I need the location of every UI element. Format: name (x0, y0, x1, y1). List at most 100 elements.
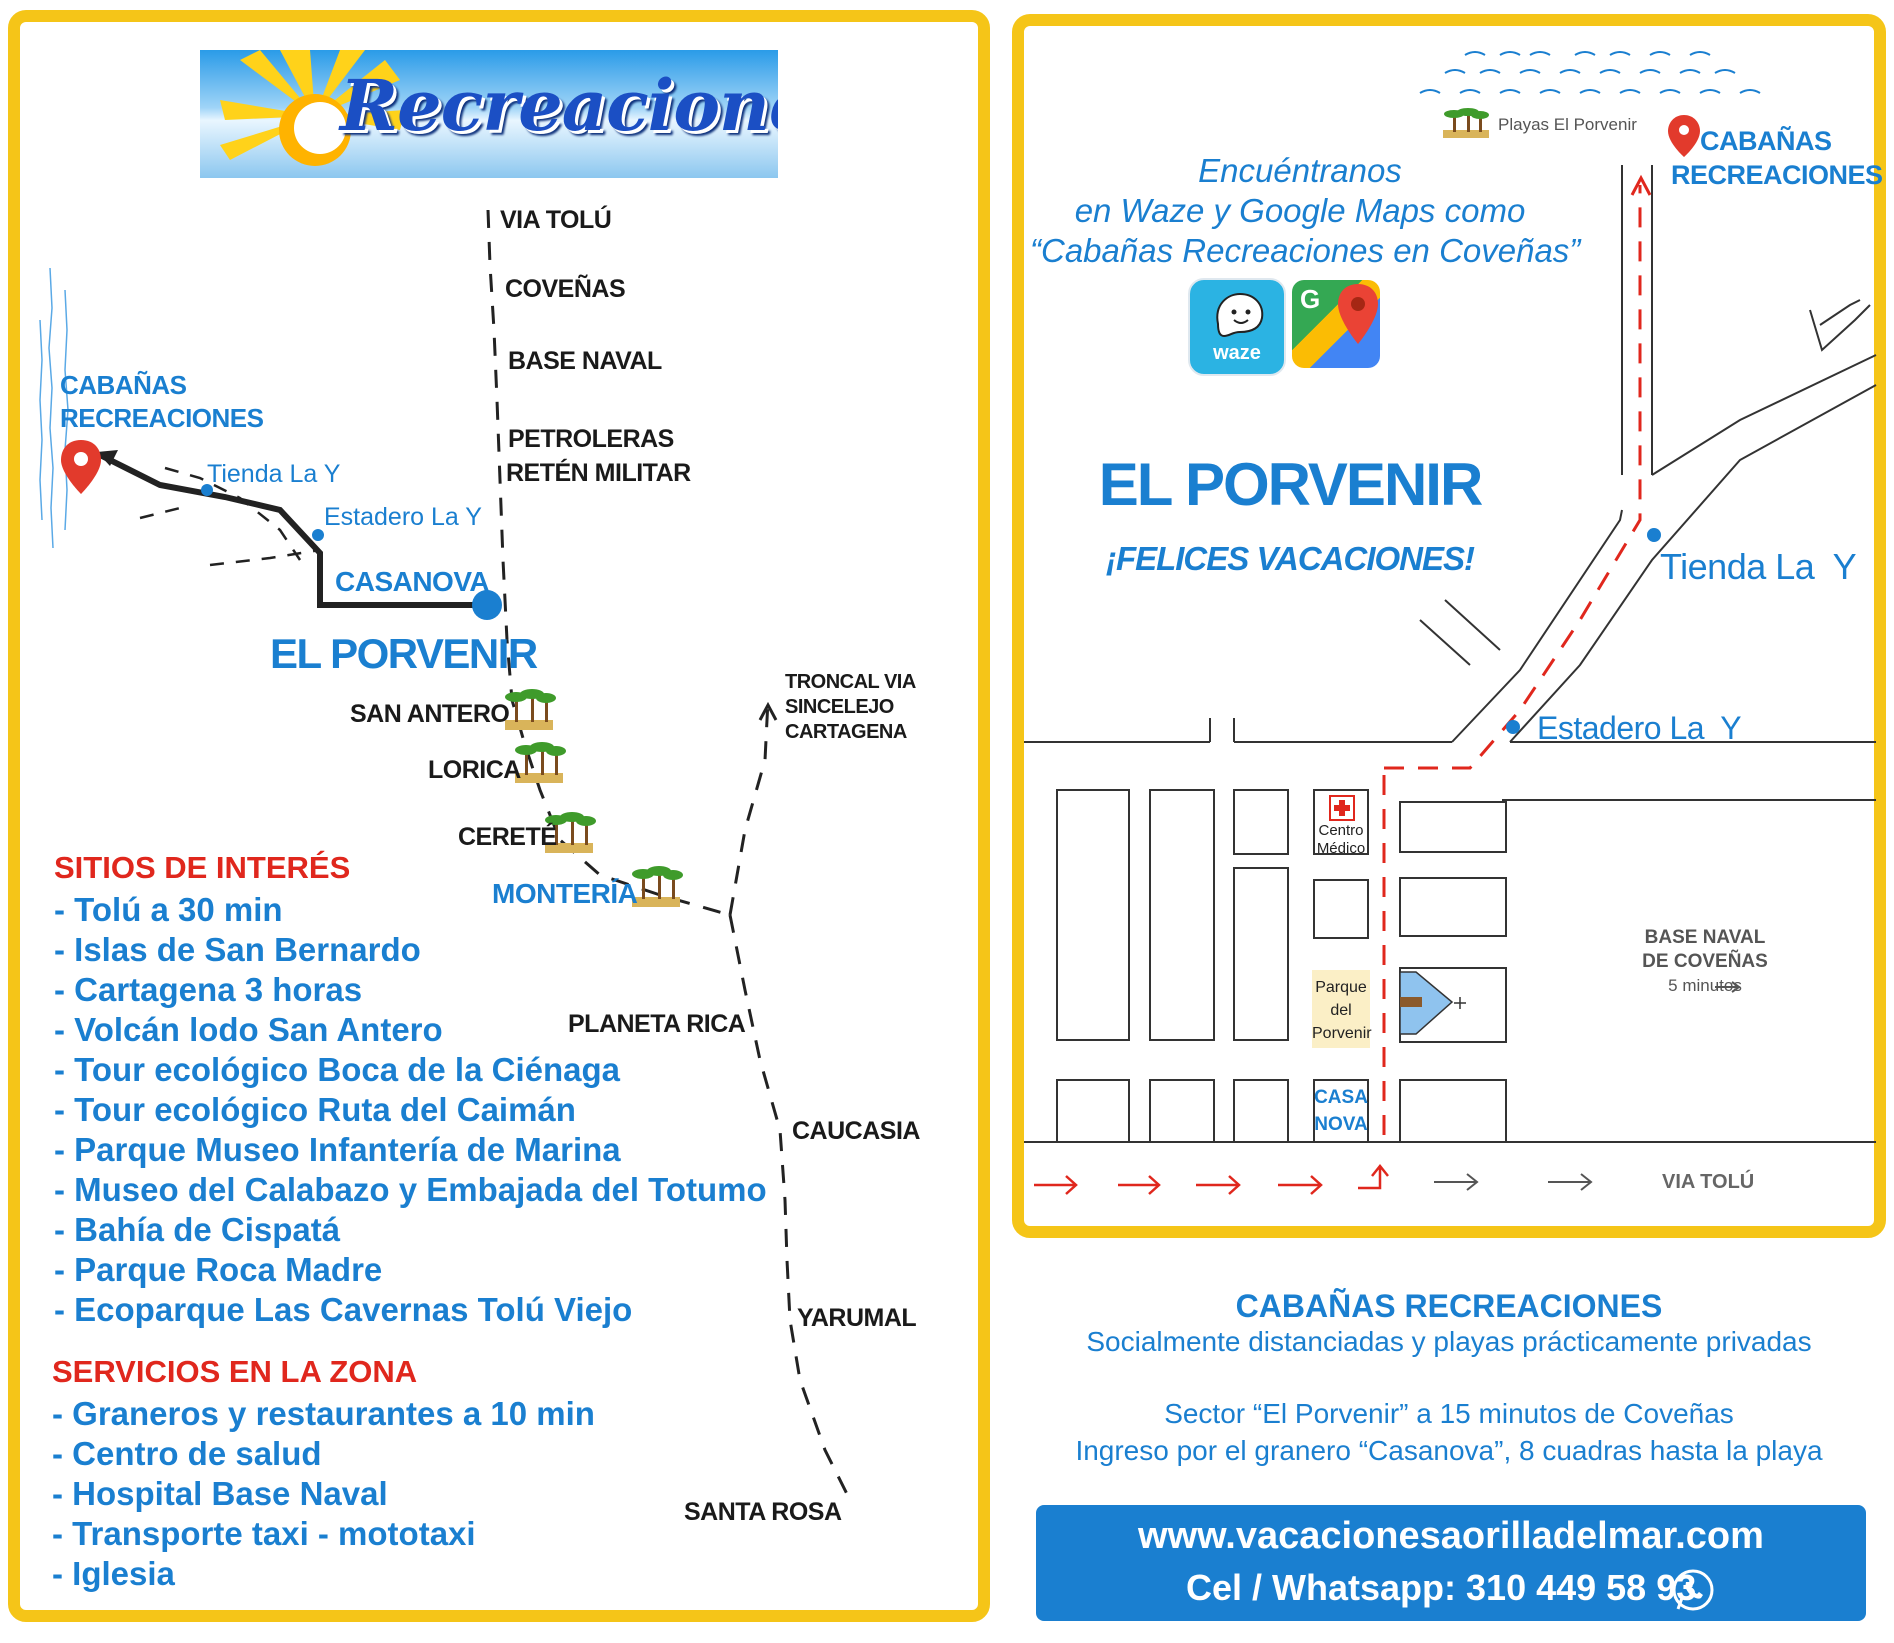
direction-arrows-gray (1434, 981, 1741, 1191)
parque-line-3: Porvenir (1312, 1025, 1372, 1042)
sitio-item: - Ecoparque Las Cavernas Tolú Viejo (54, 1291, 633, 1328)
servicios-title: SERVICIOS EN LA ZONA (52, 1354, 418, 1389)
church-icon (1399, 971, 1466, 1035)
greeting-text: ¡FELICES VACACIONES! (1105, 540, 1475, 577)
google-maps-app-icon[interactable]: G (1292, 280, 1380, 368)
right-map-panel (1012, 14, 1886, 1238)
servicio-item: - Centro de salud (52, 1435, 322, 1472)
label-troncal-2: SINCELEJO (785, 696, 894, 718)
route-path (1382, 185, 1642, 1135)
website-link[interactable]: www.vacacionesaorilladelmar.com (1138, 1515, 1764, 1557)
label-petroleras: PETROLERAS (508, 425, 674, 453)
label-estadero-right: Estadero La Y (1537, 710, 1742, 746)
label-tienda: Tienda La Y (207, 460, 341, 488)
label-tienda-right: Tienda La Y (1660, 546, 1857, 587)
location-pin-icon (1668, 115, 1700, 157)
label-parque: Parque del Porvenir (1312, 976, 1372, 1045)
label-reten: RETÉN MILITAR (506, 459, 691, 487)
casa-line-1: CASA (1314, 1087, 1368, 1108)
sitio-item: - Tour ecológico Ruta del Caimán (54, 1091, 576, 1128)
label-via-tolu: VIA TOLÚ (500, 206, 612, 234)
tienda-dot (1647, 528, 1661, 542)
recreaciones-logo: Recreaciones (200, 50, 778, 178)
el-porvenir-dot (472, 590, 502, 620)
servicio-item: - Hospital Base Naval (52, 1475, 388, 1512)
parque-line-2: del (1330, 1002, 1352, 1019)
centro-line-1: Centro (1318, 822, 1364, 839)
estadero-dot (312, 529, 324, 541)
label-casa-nova: CASA NOVA (1314, 1084, 1368, 1138)
waze-app-icon[interactable]: waze (1188, 278, 1286, 376)
servicios-list: - Graneros y restaurantes a 10 min - Cen… (52, 1394, 595, 1594)
sitio-item: - Parque Roca Madre (54, 1251, 383, 1288)
info-line-2: Sector “El Porvenir” a 15 minutos de Cov… (1164, 1398, 1734, 1429)
sitio-item: - Islas de San Bernardo (54, 931, 421, 968)
gmaps-letter: G (1300, 284, 1321, 314)
sun-icon (220, 50, 405, 166)
map-pin-icon (1338, 284, 1378, 344)
servicio-item: - Transporte taxi - mototaxi (52, 1515, 476, 1552)
sea-waves (1419, 51, 1761, 94)
logo-text: Recreaciones (340, 64, 778, 147)
sitio-item: - Museo del Calabazo y Embajada del Totu… (54, 1171, 767, 1208)
palm-tree-icon-2 (515, 742, 566, 783)
contact-box: www.vacacionesaorilladelmar.com Cel / Wh… (1036, 1505, 1866, 1621)
sitio-item: - Bahía de Cispatá (54, 1211, 341, 1248)
estadero-dot (1506, 720, 1520, 734)
whatsapp-icon[interactable] (1670, 1567, 1716, 1613)
label-cerete: CERETÉ (458, 823, 557, 851)
base-line-2: DE COVEÑAS (1642, 951, 1768, 972)
waze-label: waze (1213, 342, 1261, 364)
phone-text[interactable]: Cel / Whatsapp: 310 449 58 93 (1186, 1567, 1697, 1608)
label-el-porvenir: EL PORVENIR (270, 630, 538, 677)
casa-line-2: NOVA (1314, 1114, 1368, 1135)
servicio-item: - Graneros y restaurantes a 10 min (52, 1395, 595, 1432)
base-line-1: BASE NAVAL (1644, 927, 1766, 948)
label-yarumal: YARUMAL (797, 1304, 917, 1332)
location-pin-icon (61, 440, 101, 494)
info-title: CABAÑAS RECREACIONES (1235, 1288, 1663, 1324)
sitios-title: SITIOS DE INTERÉS (54, 850, 351, 885)
info-line-3: Ingreso por el granero “Casanova”, 8 cua… (1075, 1435, 1823, 1466)
label-centro-medico: Centro Médico (1314, 822, 1368, 858)
label-cabanas: CABAÑAS (60, 370, 187, 400)
sitios-list: - Tolú a 30 min - Islas de San Bernardo … (54, 890, 767, 1330)
palm-tree-icon (1443, 108, 1489, 138)
label-monteria: MONTERÍA (492, 878, 638, 909)
label-playas: Playas El Porvenir (1498, 115, 1637, 134)
label-casanova: CASANOVA (335, 566, 490, 597)
palm-tree-icon-3 (545, 812, 596, 853)
servicio-item: - Iglesia (52, 1555, 175, 1592)
direction-arrows-red (1034, 1163, 1389, 1195)
info-line-1: Socialmente distanciadas y playas prácti… (1086, 1326, 1812, 1357)
left-route-map (39, 209, 852, 1501)
sitio-item: - Tour ecológico Boca de la Ciénaga (54, 1051, 620, 1088)
sitio-item: - Parque Museo Infantería de Marina (54, 1131, 621, 1168)
palm-tree-icon-4 (632, 866, 683, 907)
palm-tree-icon-1 (505, 689, 556, 730)
label-recreaciones-right: RECREACIONES (1671, 160, 1883, 190)
find-line-1: Encuéntranos (1198, 152, 1402, 189)
sitio-item: - Tolú a 30 min (54, 891, 283, 928)
label-base-naval: BASE NAVAL (508, 347, 662, 375)
label-lorica: LORICA (428, 756, 521, 784)
label-troncal-3: CARTAGENA (785, 721, 907, 743)
label-base-naval-right: BASE NAVAL DE COVEÑAS 5 minutos (1615, 926, 1795, 998)
label-estadero: Estadero La Y (324, 503, 482, 531)
label-caucasia: CAUCASIA (792, 1117, 920, 1145)
find-line-3: “Cabañas Recreaciones en Coveñas” (1030, 232, 1581, 269)
centro-line-2: Médico (1316, 840, 1366, 857)
label-santa-rosa: SANTA ROSA (684, 1498, 842, 1526)
label-cabanas-right: CABAÑAS (1700, 126, 1832, 156)
base-line-3: 5 minutos (1668, 976, 1742, 995)
right-town-title: EL PORVENIR (1098, 451, 1484, 518)
label-planeta-rica: PLANETA RICA (568, 1010, 746, 1038)
label-troncal-1: TRONCAL VIA (785, 671, 916, 693)
label-covenas: COVEÑAS (505, 275, 626, 303)
left-map-panel (8, 10, 990, 1622)
tienda-dot (201, 484, 213, 496)
label-san-antero: SAN ANTERO (350, 700, 510, 728)
right-street-map (1024, 51, 1877, 1195)
label-via-tolu-right: VIA TOLÚ (1662, 1171, 1755, 1193)
sitio-item: - Cartagena 3 horas (54, 971, 363, 1008)
